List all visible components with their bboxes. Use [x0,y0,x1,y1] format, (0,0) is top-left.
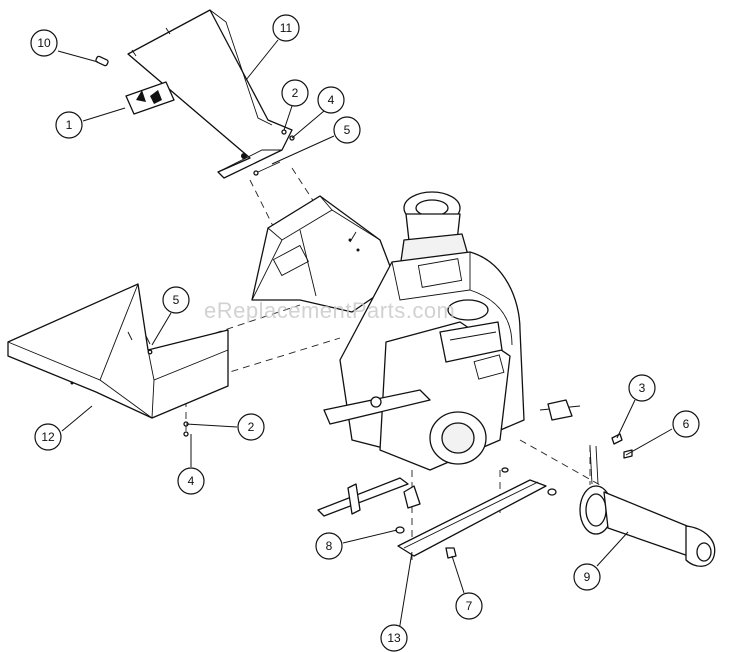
callout-2: 2 [281,79,309,131]
callout-circle [317,86,345,114]
callout-leader-line [245,39,279,81]
watermark-text: eReplacementParts.com [204,298,455,323]
callout-number: 13 [387,631,401,645]
callout-number: 12 [41,430,55,444]
warning-decal [125,81,175,115]
callout-circle [237,413,265,441]
hitch-tube [579,485,716,567]
callout-10: 10 [30,29,99,63]
callout-9: 9 [573,531,629,591]
skid-rail [397,479,547,557]
warning-hand-icon [150,90,162,104]
callout-number: 2 [248,420,255,434]
callout-circle [628,374,656,402]
callout-circle [30,29,58,57]
skid-fasteners [395,467,557,559]
callout-circle [177,467,205,495]
callout-number: 11 [280,21,293,35]
chute-pin [95,55,109,67]
alignment-line-hitch [519,439,601,486]
callout-13: 13 [380,551,413,652]
callout-circle [34,423,62,451]
callout-4: 4 [291,86,345,139]
callout-circle [573,563,601,591]
callout-leader-line [82,107,126,122]
alignment-line-tray-2 [219,337,341,376]
alignment-line-hopper [249,179,301,281]
callout-leader-line [596,531,629,567]
callout-leader-line [625,428,673,456]
callout-leader-line [342,529,398,544]
callout-circle [315,532,343,560]
callout-number: 7 [466,599,473,613]
callout-5: 5 [151,286,190,346]
side-frame [379,321,511,471]
callout-circle [272,14,300,42]
callout-circle [380,624,408,652]
callout-number: 9 [584,570,591,584]
hitch-pin-clip [589,433,633,485]
callout-number: 5 [344,123,351,137]
discharge-chute [127,9,293,179]
callout-number: 8 [326,539,333,553]
callout-3: 3 [616,374,656,439]
callout-leader-line [57,50,99,63]
callout-leader-line [61,405,93,432]
callout-leader-line [451,555,465,594]
callout-leader-line [616,399,636,439]
callout-circle [55,111,83,139]
skid-supports [317,477,421,517]
blower-outlet [399,191,471,269]
callout-number: 1 [66,118,73,132]
warning-triangle-icon [136,90,146,102]
callout-11: 11 [245,14,300,81]
callout-5: 5 [271,116,361,165]
callout-leader-line [185,423,238,428]
callout-circle [672,410,700,438]
callout-12: 12 [34,405,93,451]
chute-fastener [241,153,247,159]
callout-leader-line [291,110,325,139]
callout-leader-line [151,312,172,346]
callout-7: 7 [451,555,483,620]
feed-arm [323,389,581,425]
callout-4: 4 [177,434,205,495]
callout-number: 10 [37,36,51,50]
callout-leader-line [283,105,293,131]
callout-leader-line [397,551,413,638]
callout-circle [281,79,309,107]
callout-number: 3 [639,381,646,395]
callout-number: 4 [328,93,335,107]
callout-number: 6 [683,417,690,431]
callout-circle [162,286,190,314]
callout-circle [455,592,483,620]
callout-number: 4 [188,474,195,488]
callout-2: 2 [185,413,265,441]
feed-tray [7,283,229,419]
callout-circle [333,116,361,144]
callout-8: 8 [315,529,398,560]
callout-number: 5 [173,293,180,307]
callout-1: 1 [55,107,126,139]
callout-leader-line [271,135,335,165]
callout-6: 6 [625,410,700,456]
callout-number: 2 [292,86,299,100]
